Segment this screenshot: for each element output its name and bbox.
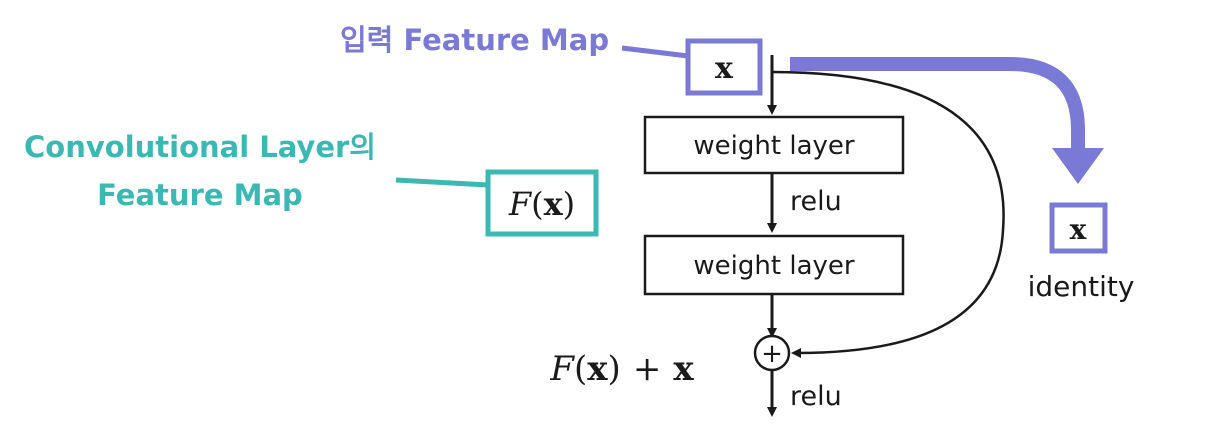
identity-purple-arrow (790, 57, 1085, 148)
fx-box (485, 169, 599, 237)
plus-symbol: + (761, 339, 783, 369)
input-feature-map-label: 입력 Feature Map (340, 23, 609, 57)
conv-feature-map-label-line1: Convolutional Layer의 (24, 130, 376, 164)
identity-label: identity (1028, 270, 1135, 303)
conv-pointer-line (395, 177, 489, 188)
fx-expression: F(x) (508, 185, 575, 223)
weight-layer-2-label: weight layer (693, 251, 854, 281)
identity-x-box (1049, 202, 1108, 254)
input-pointer-line (621, 45, 689, 59)
conv-feature-map-label-line2: Feature Map (97, 178, 303, 212)
weight-layer-2-box (643, 234, 905, 296)
identity-arrow-head (1052, 148, 1104, 184)
sum-expression: F(x)+x (549, 349, 694, 389)
input-x: x (715, 51, 734, 86)
identity-x: x (1070, 213, 1087, 246)
input-x-box (685, 38, 763, 96)
relu-1-label: relu (790, 186, 842, 217)
weight-layer-1-label: weight layer (693, 131, 854, 161)
skip-connection-curve (771, 70, 1005, 358)
weight-layer-1-box (643, 115, 905, 175)
relu-2-label: relu (790, 381, 842, 412)
